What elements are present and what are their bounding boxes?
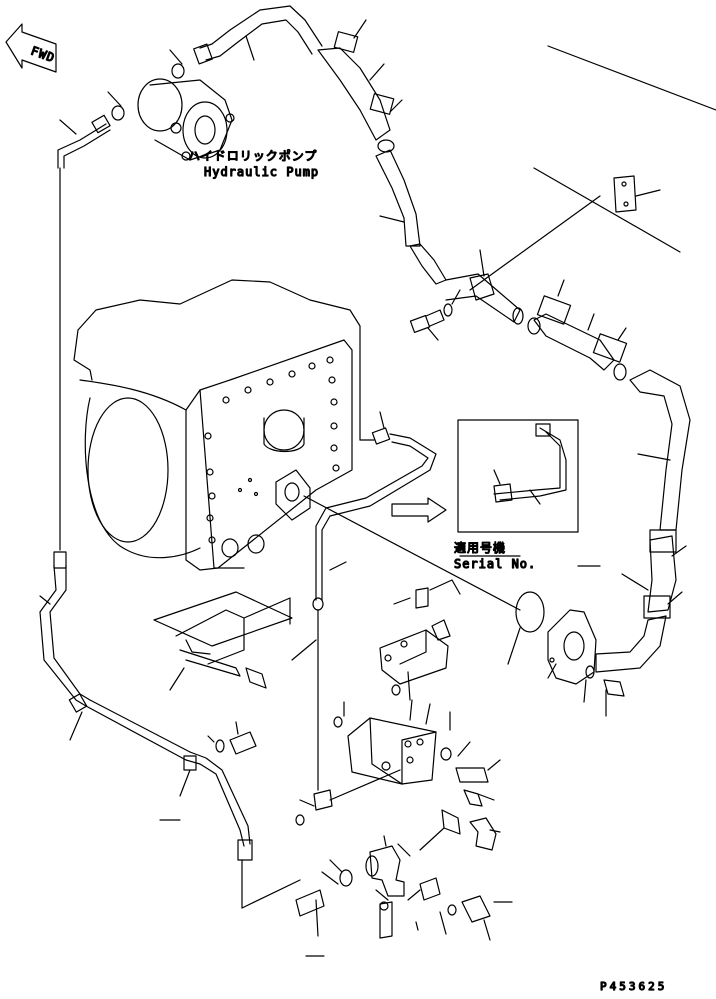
o-ring: [111, 105, 125, 121]
serial-label-en: Serial No.: [454, 557, 536, 571]
figure-code: P453625: [600, 980, 667, 993]
hose-joint-right: [527, 279, 628, 381]
mounting-bracket: [153, 591, 317, 691]
tee-fitting: [295, 835, 491, 957]
o-ring: [171, 63, 185, 79]
hydraulic-pump: [137, 78, 235, 161]
fwd-label: FWD: [29, 44, 57, 66]
serial-inset-box: [457, 419, 579, 533]
pump-label-jp: ハイドロリックポンプ: [188, 149, 317, 163]
cover-plate: [515, 591, 545, 633]
serial-label-jp: 適用号機: [454, 540, 506, 555]
reference-line: [533, 167, 681, 253]
suction-flange: [547, 609, 597, 685]
pump-outlet-hose: [193, 5, 323, 65]
valve-feed-tube: [303, 411, 521, 791]
arrow-right-icon: [391, 497, 447, 523]
transmission-housing: [73, 279, 375, 571]
hose-joint-top: [317, 19, 403, 153]
bolt: [207, 721, 257, 755]
valve-block: [343, 699, 501, 785]
reference-line: [547, 45, 716, 111]
suction-pipe-middle: [445, 175, 661, 325]
suction-hose-lower: [629, 369, 691, 531]
valve-fittings: [295, 716, 501, 851]
solenoid-valve: [379, 579, 461, 701]
suction-hose-upper: [375, 149, 447, 285]
pump-label-en: Hydraulic Pump: [204, 165, 319, 179]
bolt: [583, 665, 625, 717]
bolt: [409, 289, 461, 341]
left-pressure-tube: [39, 114, 301, 909]
fwd-arrow-icon: [5, 23, 57, 73]
suction-elbow-lower: [595, 529, 687, 673]
